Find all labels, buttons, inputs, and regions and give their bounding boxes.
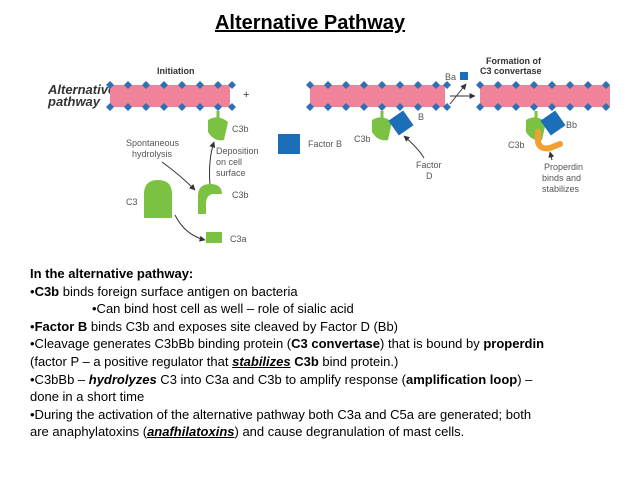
properdin-molecule	[535, 129, 563, 152]
properdin-line2: binds and	[542, 173, 581, 183]
c3b-label-2: C3b	[232, 190, 249, 200]
c3-molecule	[144, 180, 172, 218]
c3b-bound-2	[372, 111, 392, 141]
bb-label: Bb	[566, 120, 577, 130]
arrow-c3-split	[174, 214, 206, 242]
properdin-line1: Properdin	[544, 162, 583, 172]
bb-molecule	[540, 110, 566, 136]
arrow-deposition	[209, 141, 216, 186]
ba-label: Ba	[445, 72, 456, 82]
factor-d-line2: D	[426, 171, 433, 181]
properdin-line3: stabilizes	[542, 184, 580, 194]
c3b-mid-label: C3b	[354, 134, 371, 144]
c3a-fragment	[206, 232, 222, 243]
arrow-factor-d	[403, 135, 425, 159]
factor-d-line1: Factor	[416, 160, 442, 170]
text-line-8: •During the activation of the alternativ…	[30, 406, 532, 422]
c3b-bound-1	[208, 111, 228, 141]
pathway-label-line1: Alternative	[47, 82, 115, 97]
text-line-2: •Can bind host cell as well – role of si…	[92, 301, 354, 317]
arrow-properdin	[548, 151, 555, 161]
cell-membrane-3	[476, 81, 610, 111]
text-line-7: done in a short time	[30, 389, 145, 405]
cell-membrane-2	[306, 81, 451, 111]
formation-line2: C3 convertase	[480, 66, 542, 76]
c3b-label-1: C3b	[232, 124, 249, 134]
spontaneous-line2: hydrolysis	[132, 149, 173, 159]
text-line-4: •Cleavage generates C3bBb binding protei…	[30, 336, 545, 352]
text-line-5: (factor P – a positive regulator that st…	[30, 353, 399, 369]
factor-b-bound	[388, 110, 414, 136]
c3a-label: C3a	[230, 234, 247, 244]
factor-b-molecule	[278, 134, 300, 154]
ba-fragment	[460, 72, 468, 80]
c3b-right-label: C3b	[508, 140, 525, 150]
initiation-label: Initiation	[157, 66, 195, 76]
pathway-label-line2: pathway	[47, 94, 101, 109]
spontaneous-line1: Spontaneous	[126, 138, 180, 148]
text-heading: In the alternative pathway:	[30, 266, 194, 281]
explanation-text: In the alternative pathway: •C3b binds f…	[30, 265, 630, 441]
arrow-ba	[449, 83, 467, 105]
alternative-pathway-diagram: Alternative pathway Initiation C3b Spont…	[47, 56, 610, 244]
c3-label: C3	[126, 197, 138, 207]
text-line-9: are anaphylatoxins (anafhilatoxins) and …	[30, 424, 465, 440]
page-title: Alternative Pathway	[214, 12, 406, 34]
c3b-fragment	[198, 184, 222, 214]
text-line-6: •C3bBb – hydrolyzes C3 into C3a and C3b …	[30, 371, 533, 387]
deposition-line1: Deposition	[216, 146, 259, 156]
plus-sign: +	[243, 89, 249, 101]
deposition-line2: on cell	[216, 157, 242, 167]
formation-line1: Formation of	[486, 56, 542, 66]
text-line-3: •Factor B binds C3b and exposes site cle…	[30, 318, 399, 334]
deposition-line3: surface	[216, 168, 246, 178]
b-label: B	[418, 112, 424, 122]
text-line-1: •C3b binds foreign surface antigen on ba…	[30, 283, 298, 299]
cell-membrane-1	[106, 81, 236, 111]
arrow-hydrolysis	[161, 161, 196, 191]
factor-b-label: Factor B	[308, 139, 342, 149]
